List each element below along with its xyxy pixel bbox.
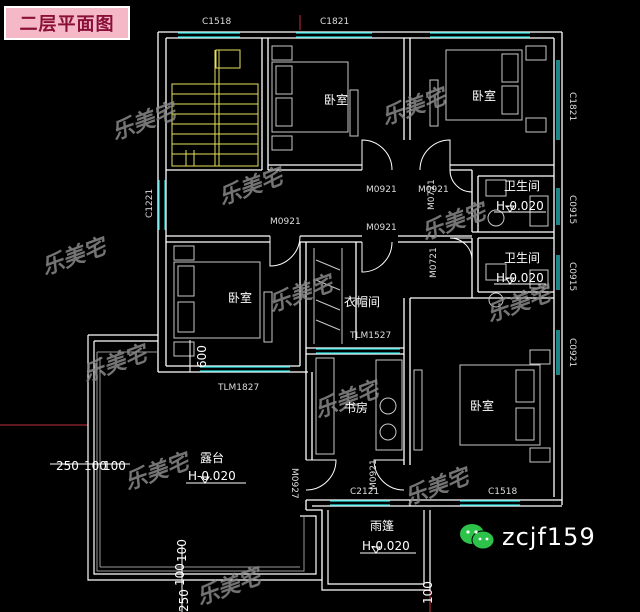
svg-text:乐美宅: 乐美宅 (378, 83, 452, 131)
label-m0921-a: M0921 (366, 185, 397, 195)
room-label-bath-upper: 卫生间 (504, 179, 540, 193)
label-c1518-bottom: C1518 (488, 487, 517, 497)
room-label-bath-lower: 卫生间 (504, 251, 540, 265)
wechat-icon (460, 524, 495, 550)
svg-text:乐美宅: 乐美宅 (38, 233, 112, 281)
wechat-id: zcjf159 (502, 523, 596, 551)
room-label-canopy: 雨篷 (370, 518, 394, 533)
wechat-badge: zcjf159 (458, 520, 638, 554)
dim-100-a: 100 (84, 459, 107, 473)
room-label-bedroom-right: 卧室 (470, 398, 494, 413)
walls (157, 31, 563, 510)
windows (158, 32, 560, 506)
svg-text:乐美宅: 乐美宅 (483, 280, 557, 328)
furniture (173, 45, 551, 463)
elevation-bath-lower: H-0.020 (496, 271, 544, 285)
doors (269, 139, 473, 491)
dim-250-a: 250 (56, 459, 79, 473)
svg-text:乐美宅: 乐美宅 (193, 563, 267, 611)
plan-title-text: 二层平面图 (19, 14, 115, 35)
label-tlm1827: TLM1827 (217, 383, 259, 393)
terrace-railing (96, 351, 305, 572)
dim-250-b: 250 (177, 589, 191, 612)
label-m0921-c: M0921 (270, 217, 301, 227)
label-c1821-right: C1821 (567, 92, 577, 121)
room-label-bedroom-left: 卧室 (228, 290, 252, 305)
svg-text:乐美宅: 乐美宅 (265, 270, 339, 318)
plan-title: 二层平面图 (4, 6, 130, 40)
room-label-terrace: 露台 (200, 450, 224, 465)
label-c0915-a: C0915 (567, 195, 577, 224)
label-c1221-left: C1221 (145, 189, 155, 218)
elevation-canopy: H-0.020 (362, 539, 410, 553)
dim-100-d: 100 (173, 563, 187, 586)
room-label-study: 书房 (344, 400, 368, 415)
svg-text:乐美宅: 乐美宅 (311, 376, 385, 424)
elevation-bath-upper: H-0.020 (496, 199, 544, 213)
dim-100-b: 100 (103, 459, 126, 473)
label-c2121: C2121 (350, 487, 379, 497)
svg-text:乐美宅: 乐美宅 (108, 98, 182, 146)
label-c0921-right: C0921 (567, 338, 577, 367)
room-label-bedroom-tr: 卧室 (472, 88, 496, 103)
label-m0721-b: M0721 (429, 247, 439, 278)
label-m0921-study: M0921 (369, 459, 379, 490)
svg-text:乐美宅: 乐美宅 (121, 448, 195, 496)
svg-text:乐美宅: 乐美宅 (79, 340, 153, 388)
label-m0921-d: M0921 (366, 223, 397, 233)
label-c0915-b: C0915 (567, 262, 577, 291)
dim-600: 600 (195, 345, 209, 368)
svg-text:乐美宅: 乐美宅 (401, 463, 475, 511)
room-label-bedroom-tl: 卧室 (324, 92, 348, 107)
label-m0927: M0927 (289, 468, 299, 499)
label-tlm1527: TLM1527 (349, 331, 391, 341)
elevation-terrace: H-0.020 (188, 469, 236, 483)
label-c1518-top: C1518 (202, 17, 231, 27)
canopy-outline (321, 510, 431, 591)
staircase (171, 49, 259, 167)
label-m0921-b: M0921 (418, 185, 449, 195)
room-label-closet: 衣帽间 (344, 294, 380, 309)
label-m0721-a: M0721 (427, 179, 437, 210)
label-c1821-top: C1821 (320, 17, 349, 27)
dim-100-e: 100 (421, 581, 435, 604)
